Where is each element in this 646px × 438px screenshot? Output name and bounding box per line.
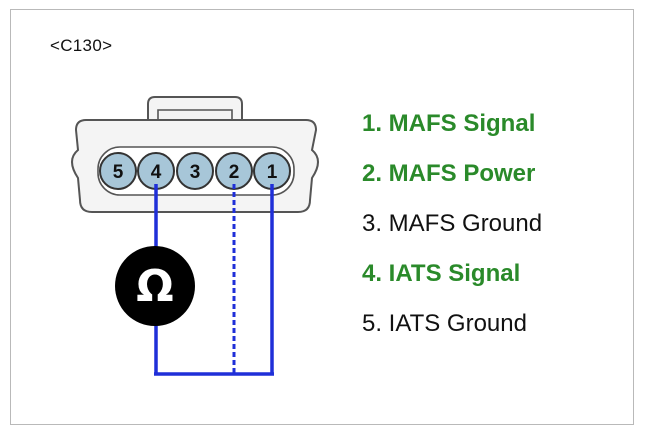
pin-legend-item: 3. MAFS Ground <box>362 210 543 237</box>
pin-group: 5 4 3 2 1 <box>99 152 291 190</box>
pin-3: 3 <box>176 152 214 190</box>
diagram-frame <box>10 9 634 425</box>
pin-circle <box>176 152 214 190</box>
pin-5: 5 <box>99 152 137 190</box>
pin-2: 2 <box>215 152 253 190</box>
pin-number: 3 <box>190 162 201 183</box>
pin-legend-item: 4. IATS Signal <box>362 260 521 287</box>
pin-legend-item: 2. MAFS Power <box>362 160 536 187</box>
pin-4: 4 <box>137 152 175 190</box>
pin-number: 4 <box>151 162 162 183</box>
ohm-symbol: Ω <box>136 261 173 312</box>
pin-number: 5 <box>113 162 124 183</box>
pin-circle <box>99 152 137 190</box>
pin-legend-item: 1. MAFS Signal <box>362 110 536 137</box>
pin-number: 1 <box>267 162 278 183</box>
ohm-meter-icon: Ω <box>115 246 195 326</box>
pin-number: 2 <box>229 162 240 183</box>
pin-legend-item: 5. IATS Ground <box>362 310 527 337</box>
connector-latch-inner <box>157 109 233 122</box>
connector-id-label: <C130> <box>50 36 113 55</box>
pin-1: 1 <box>253 152 291 190</box>
